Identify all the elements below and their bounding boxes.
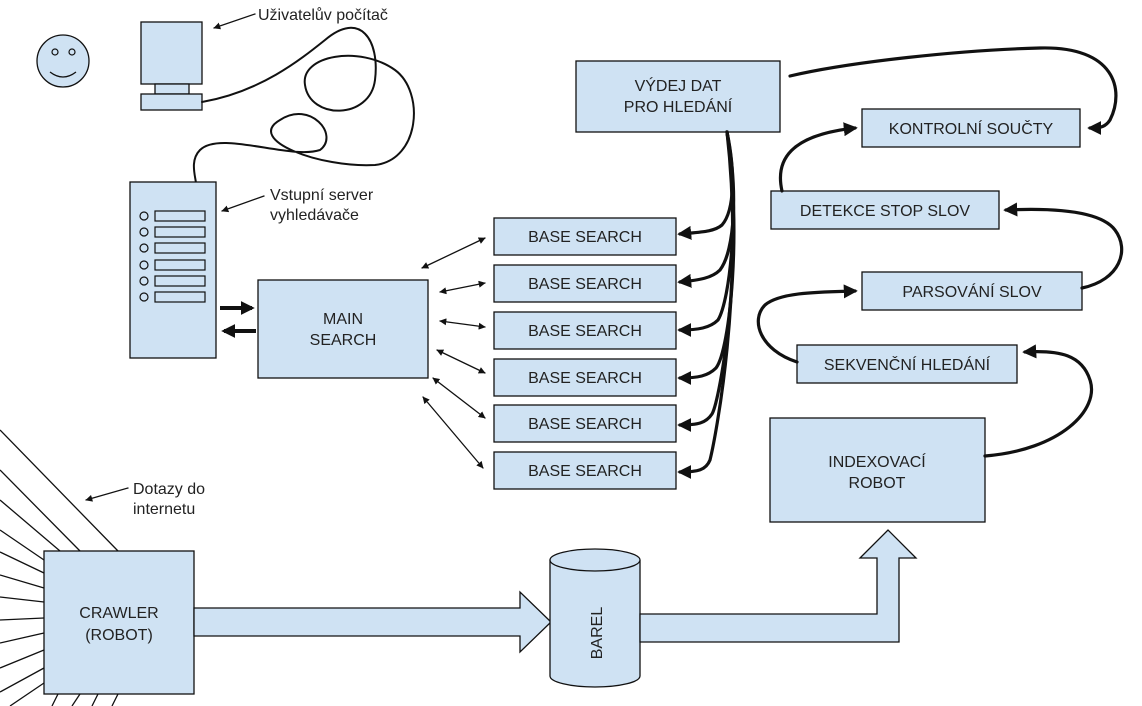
indexer-label-line1: INDEXOVACÍ bbox=[828, 452, 926, 471]
smiley-face-icon bbox=[36, 34, 90, 88]
network-cable bbox=[192, 26, 415, 184]
user-computer-pointer bbox=[213, 13, 256, 30]
data-output-label-line1: VÝDEJ DAT bbox=[635, 76, 722, 95]
main-search-label-line2: SEARCH bbox=[310, 332, 377, 349]
main-search-box bbox=[257, 279, 429, 379]
barrel-label: BAREL bbox=[589, 607, 606, 660]
checksums-label: KONTROLNÍ SOUČTY bbox=[889, 119, 1054, 138]
base-search-label: BASE SEARCH bbox=[528, 323, 642, 340]
base-search-box bbox=[493, 358, 677, 397]
base-search-box bbox=[493, 264, 677, 303]
barrel-cylinder bbox=[549, 548, 641, 688]
sequential-search-box bbox=[796, 344, 1018, 384]
queries-pointer bbox=[85, 487, 129, 502]
indexer-label-line2: ROBOT bbox=[849, 475, 906, 492]
base-search-box bbox=[493, 404, 677, 443]
queries-label-line1: Dotazy do bbox=[133, 481, 205, 498]
base-search-box bbox=[493, 311, 677, 350]
indexer-box bbox=[769, 417, 986, 523]
base-search-box bbox=[493, 451, 677, 490]
base-search-label: BASE SEARCH bbox=[528, 416, 642, 433]
sequential-search-label: SEKVENČNÍ HLEDÁNÍ bbox=[824, 355, 991, 374]
server-icon bbox=[129, 181, 217, 359]
base-search-label: BASE SEARCH bbox=[528, 229, 642, 246]
data-output-label-line2: PRO HLEDÁNÍ bbox=[624, 97, 733, 116]
entry-server-pointer bbox=[221, 195, 265, 213]
data-output-box bbox=[575, 60, 781, 133]
stopword-detection-label: DETEKCE STOP SLOV bbox=[800, 203, 970, 220]
internet-query-lines bbox=[0, 429, 119, 706]
word-parsing-box bbox=[861, 271, 1083, 311]
data-feed-lines bbox=[677, 130, 736, 479]
monitor-icon bbox=[140, 21, 203, 111]
entry-server-label-line2: vyhledávače bbox=[270, 207, 359, 224]
crawler-label-line2: (ROBOT) bbox=[85, 627, 153, 644]
user-computer-label: Uživatelův počítač bbox=[258, 6, 388, 24]
word-parsing-label: PARSOVÁNÍ SLOV bbox=[902, 282, 1042, 301]
base-search-box bbox=[493, 217, 677, 256]
crawler-label-line1: CRAWLER bbox=[79, 605, 158, 622]
base-search-label: BASE SEARCH bbox=[528, 370, 642, 387]
stopword-detection-box bbox=[770, 190, 1000, 230]
crawler-box bbox=[43, 550, 195, 695]
base-search-label: BASE SEARCH bbox=[528, 276, 642, 293]
base-search-group: BASE SEARCH BASE SEARCH BASE SEARCH BASE… bbox=[493, 217, 677, 490]
checksums-box bbox=[861, 108, 1081, 148]
pipeline-connectors bbox=[756, 46, 1124, 458]
crawler-to-barrel-arrow bbox=[193, 590, 552, 654]
queries-label-line2: internetu bbox=[133, 501, 195, 518]
main-search-label-line1: MAIN bbox=[323, 311, 363, 328]
barrel-to-indexer-arrow bbox=[639, 529, 918, 643]
main-to-base-arrows bbox=[421, 237, 486, 469]
entry-server-label-line1: Vstupní server bbox=[270, 187, 374, 204]
base-search-label: BASE SEARCH bbox=[528, 463, 642, 480]
